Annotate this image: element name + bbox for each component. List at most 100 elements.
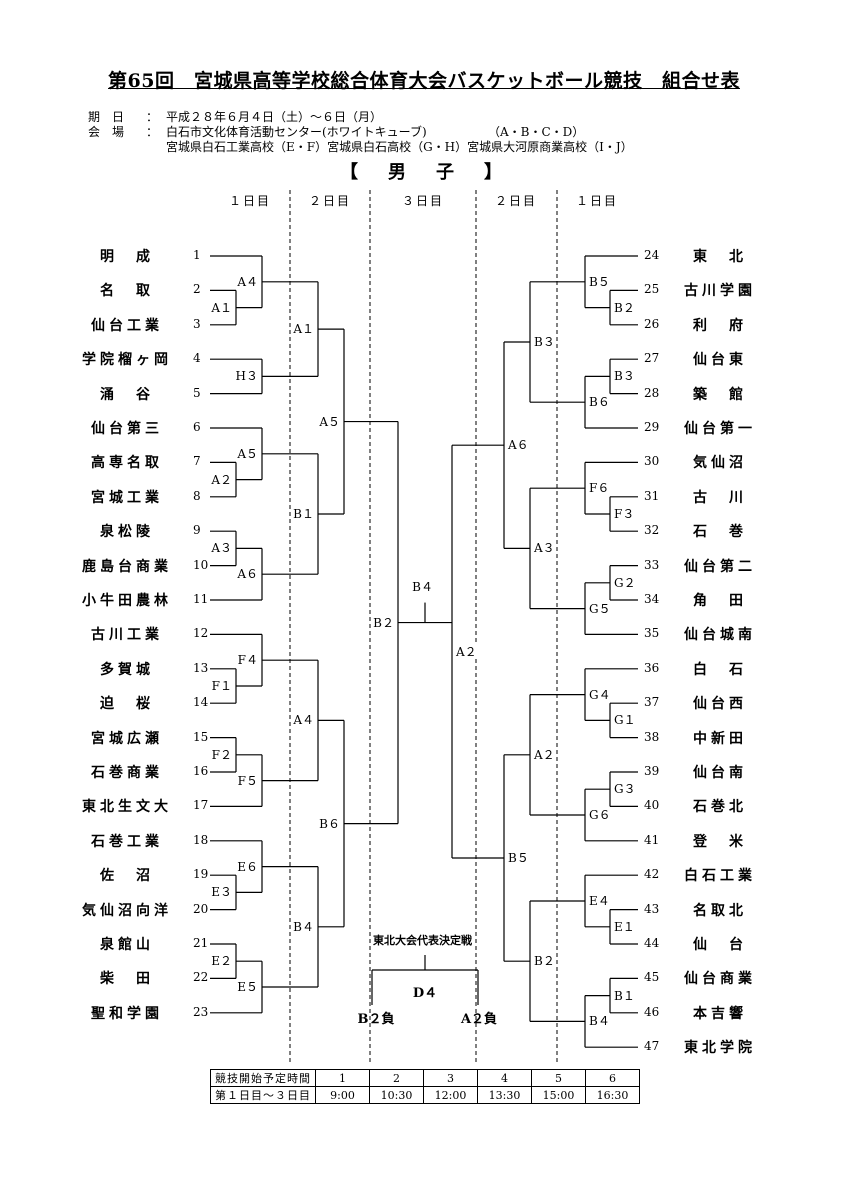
team-name-left: 東北生文大 bbox=[82, 799, 172, 816]
team-name-right: 登 米 bbox=[693, 833, 747, 850]
match-label: B１ bbox=[613, 988, 636, 1003]
team-name-left: 石巻商業 bbox=[91, 765, 163, 781]
seed-number-right: 46 bbox=[644, 1004, 660, 1019]
team-name-left: 仙台工業 bbox=[91, 317, 163, 334]
seed-number-right: 26 bbox=[644, 316, 660, 331]
schedule-slot: 1 bbox=[315, 1069, 370, 1087]
team-name-left: 迫 桜 bbox=[100, 696, 154, 713]
team-name-right: 仙台商業 bbox=[684, 971, 756, 988]
seed-number-right: 37 bbox=[644, 695, 660, 710]
team-name-left: 明 成 bbox=[100, 249, 154, 265]
seed-number-left: 20 bbox=[193, 901, 209, 916]
team-name-right: 仙台第二 bbox=[684, 558, 756, 575]
schedule-time-row: 第１日目～３日目 9:00 10:30 12:00 13:30 15:00 16… bbox=[210, 1086, 640, 1104]
team-name-right: 仙台西 bbox=[693, 696, 747, 713]
seed-number-left: 4 bbox=[193, 351, 201, 366]
team-name-left: 泉松陵 bbox=[100, 524, 154, 541]
seed-number-left: 14 bbox=[193, 695, 209, 710]
match-label: A５ bbox=[236, 446, 259, 461]
team-name-right: 角 田 bbox=[693, 593, 747, 609]
team-name-left: 仙台第三 bbox=[91, 421, 163, 437]
seed-number-left: 15 bbox=[193, 729, 209, 744]
team-name-left: 鹿島台商業 bbox=[82, 558, 172, 575]
team-name-left: 佐 沼 bbox=[100, 868, 154, 885]
team-name-right: 白石工業 bbox=[684, 868, 756, 885]
team-name-left: 小牛田農林 bbox=[82, 593, 172, 609]
match-label: B３ bbox=[533, 335, 556, 349]
seed-number-right: 31 bbox=[644, 488, 660, 503]
match-label: G３ bbox=[613, 782, 637, 797]
seed-number-right: 29 bbox=[644, 420, 660, 434]
match-label: H３ bbox=[234, 369, 259, 384]
match-label: A３ bbox=[533, 541, 556, 556]
match-label: B５ bbox=[588, 274, 611, 289]
day-header-2-right: ２日目 bbox=[494, 194, 537, 208]
seed-number-left: 6 bbox=[193, 420, 201, 434]
schedule-time: 12:00 bbox=[423, 1086, 478, 1104]
seed-number-left: 8 bbox=[193, 488, 201, 503]
match-label: E１ bbox=[613, 919, 636, 934]
team-name-left: 多賀城 bbox=[100, 661, 154, 678]
schedule-time: 9:00 bbox=[315, 1086, 370, 1104]
match-label: A１ bbox=[210, 300, 233, 315]
final-right-entrant: A２負 bbox=[460, 1012, 498, 1027]
match-label: B６ bbox=[318, 816, 341, 831]
section-title: 【 男 子 】 bbox=[340, 162, 508, 183]
seed-number-left: 22 bbox=[193, 970, 209, 985]
seed-number-right: 38 bbox=[644, 729, 660, 744]
seed-number-right: 40 bbox=[644, 798, 660, 813]
match-label: B３ bbox=[613, 369, 636, 384]
match-label: G２ bbox=[613, 575, 637, 590]
seed-number-left: 17 bbox=[193, 798, 209, 813]
day-header-2-left: ２日目 bbox=[308, 194, 351, 208]
team-name-right: 気仙沼 bbox=[693, 455, 747, 472]
team-name-left: 宮城広瀬 bbox=[91, 730, 163, 747]
team-name-left: 宮城工業 bbox=[91, 489, 163, 506]
match-label: A５ bbox=[318, 414, 341, 429]
match-label: A４ bbox=[236, 274, 259, 289]
match-label: B２ bbox=[533, 954, 556, 969]
match-label: G５ bbox=[588, 601, 612, 616]
seed-number-left: 10 bbox=[193, 557, 209, 572]
seed-number-right: 42 bbox=[644, 867, 660, 882]
team-name-left: 気仙沼向洋 bbox=[82, 902, 172, 919]
schedule-row-label: 第１日目～３日目 bbox=[210, 1086, 316, 1104]
match-label: E６ bbox=[236, 859, 259, 874]
team-name-right: 東北学院 bbox=[684, 1040, 756, 1057]
team-name-right: 利 府 bbox=[693, 317, 747, 334]
page-title: 第65回 宮城県高等学校総合体育大会バスケットボール競技 組合せ表 bbox=[108, 70, 740, 92]
team-name-right: 築 館 bbox=[693, 386, 747, 403]
seed-number-right: 44 bbox=[644, 936, 660, 950]
match-label: B２ bbox=[372, 615, 395, 630]
schedule-slot: 3 bbox=[423, 1069, 478, 1087]
match-label: G１ bbox=[613, 713, 637, 728]
team-name-right: 仙台東 bbox=[693, 352, 747, 369]
team-name-left: 学院榴ヶ岡 bbox=[82, 352, 172, 369]
final-left-entrant: B２負 bbox=[357, 1012, 395, 1027]
match-label: B４ bbox=[411, 579, 434, 594]
seed-number-left: 9 bbox=[193, 523, 201, 538]
schedule-header-label: 競技開始予定時間 bbox=[210, 1069, 316, 1087]
seed-number-right: 28 bbox=[644, 385, 660, 400]
seed-number-left: 2 bbox=[193, 282, 201, 297]
match-label: A２ bbox=[455, 644, 478, 659]
venue-label: 会 場 bbox=[88, 125, 125, 139]
match-label: A４ bbox=[292, 713, 315, 728]
match-label: F２ bbox=[210, 747, 233, 762]
seed-number-left: 3 bbox=[193, 316, 201, 331]
match-label: G６ bbox=[588, 808, 612, 822]
venue-colon: ： bbox=[146, 125, 159, 139]
team-name-left: 古川工業 bbox=[91, 627, 163, 644]
team-name-right: 仙 台 bbox=[693, 937, 747, 953]
seed-number-right: 41 bbox=[644, 832, 660, 847]
seed-number-right: 24 bbox=[644, 248, 660, 262]
match-label: B５ bbox=[507, 851, 530, 865]
team-name-left: 柴 田 bbox=[100, 971, 154, 988]
schedule-slot: 2 bbox=[369, 1069, 424, 1087]
match-label: F５ bbox=[236, 773, 259, 788]
seed-number-left: 23 bbox=[193, 1004, 209, 1019]
match-label: A１ bbox=[292, 322, 315, 337]
schedule-table: 競技開始予定時間 1 2 3 4 5 6 第１日目～３日目 9:00 10:30… bbox=[210, 1069, 640, 1104]
seed-number-left: 21 bbox=[193, 936, 209, 950]
schedule-slot: 6 bbox=[585, 1069, 640, 1087]
